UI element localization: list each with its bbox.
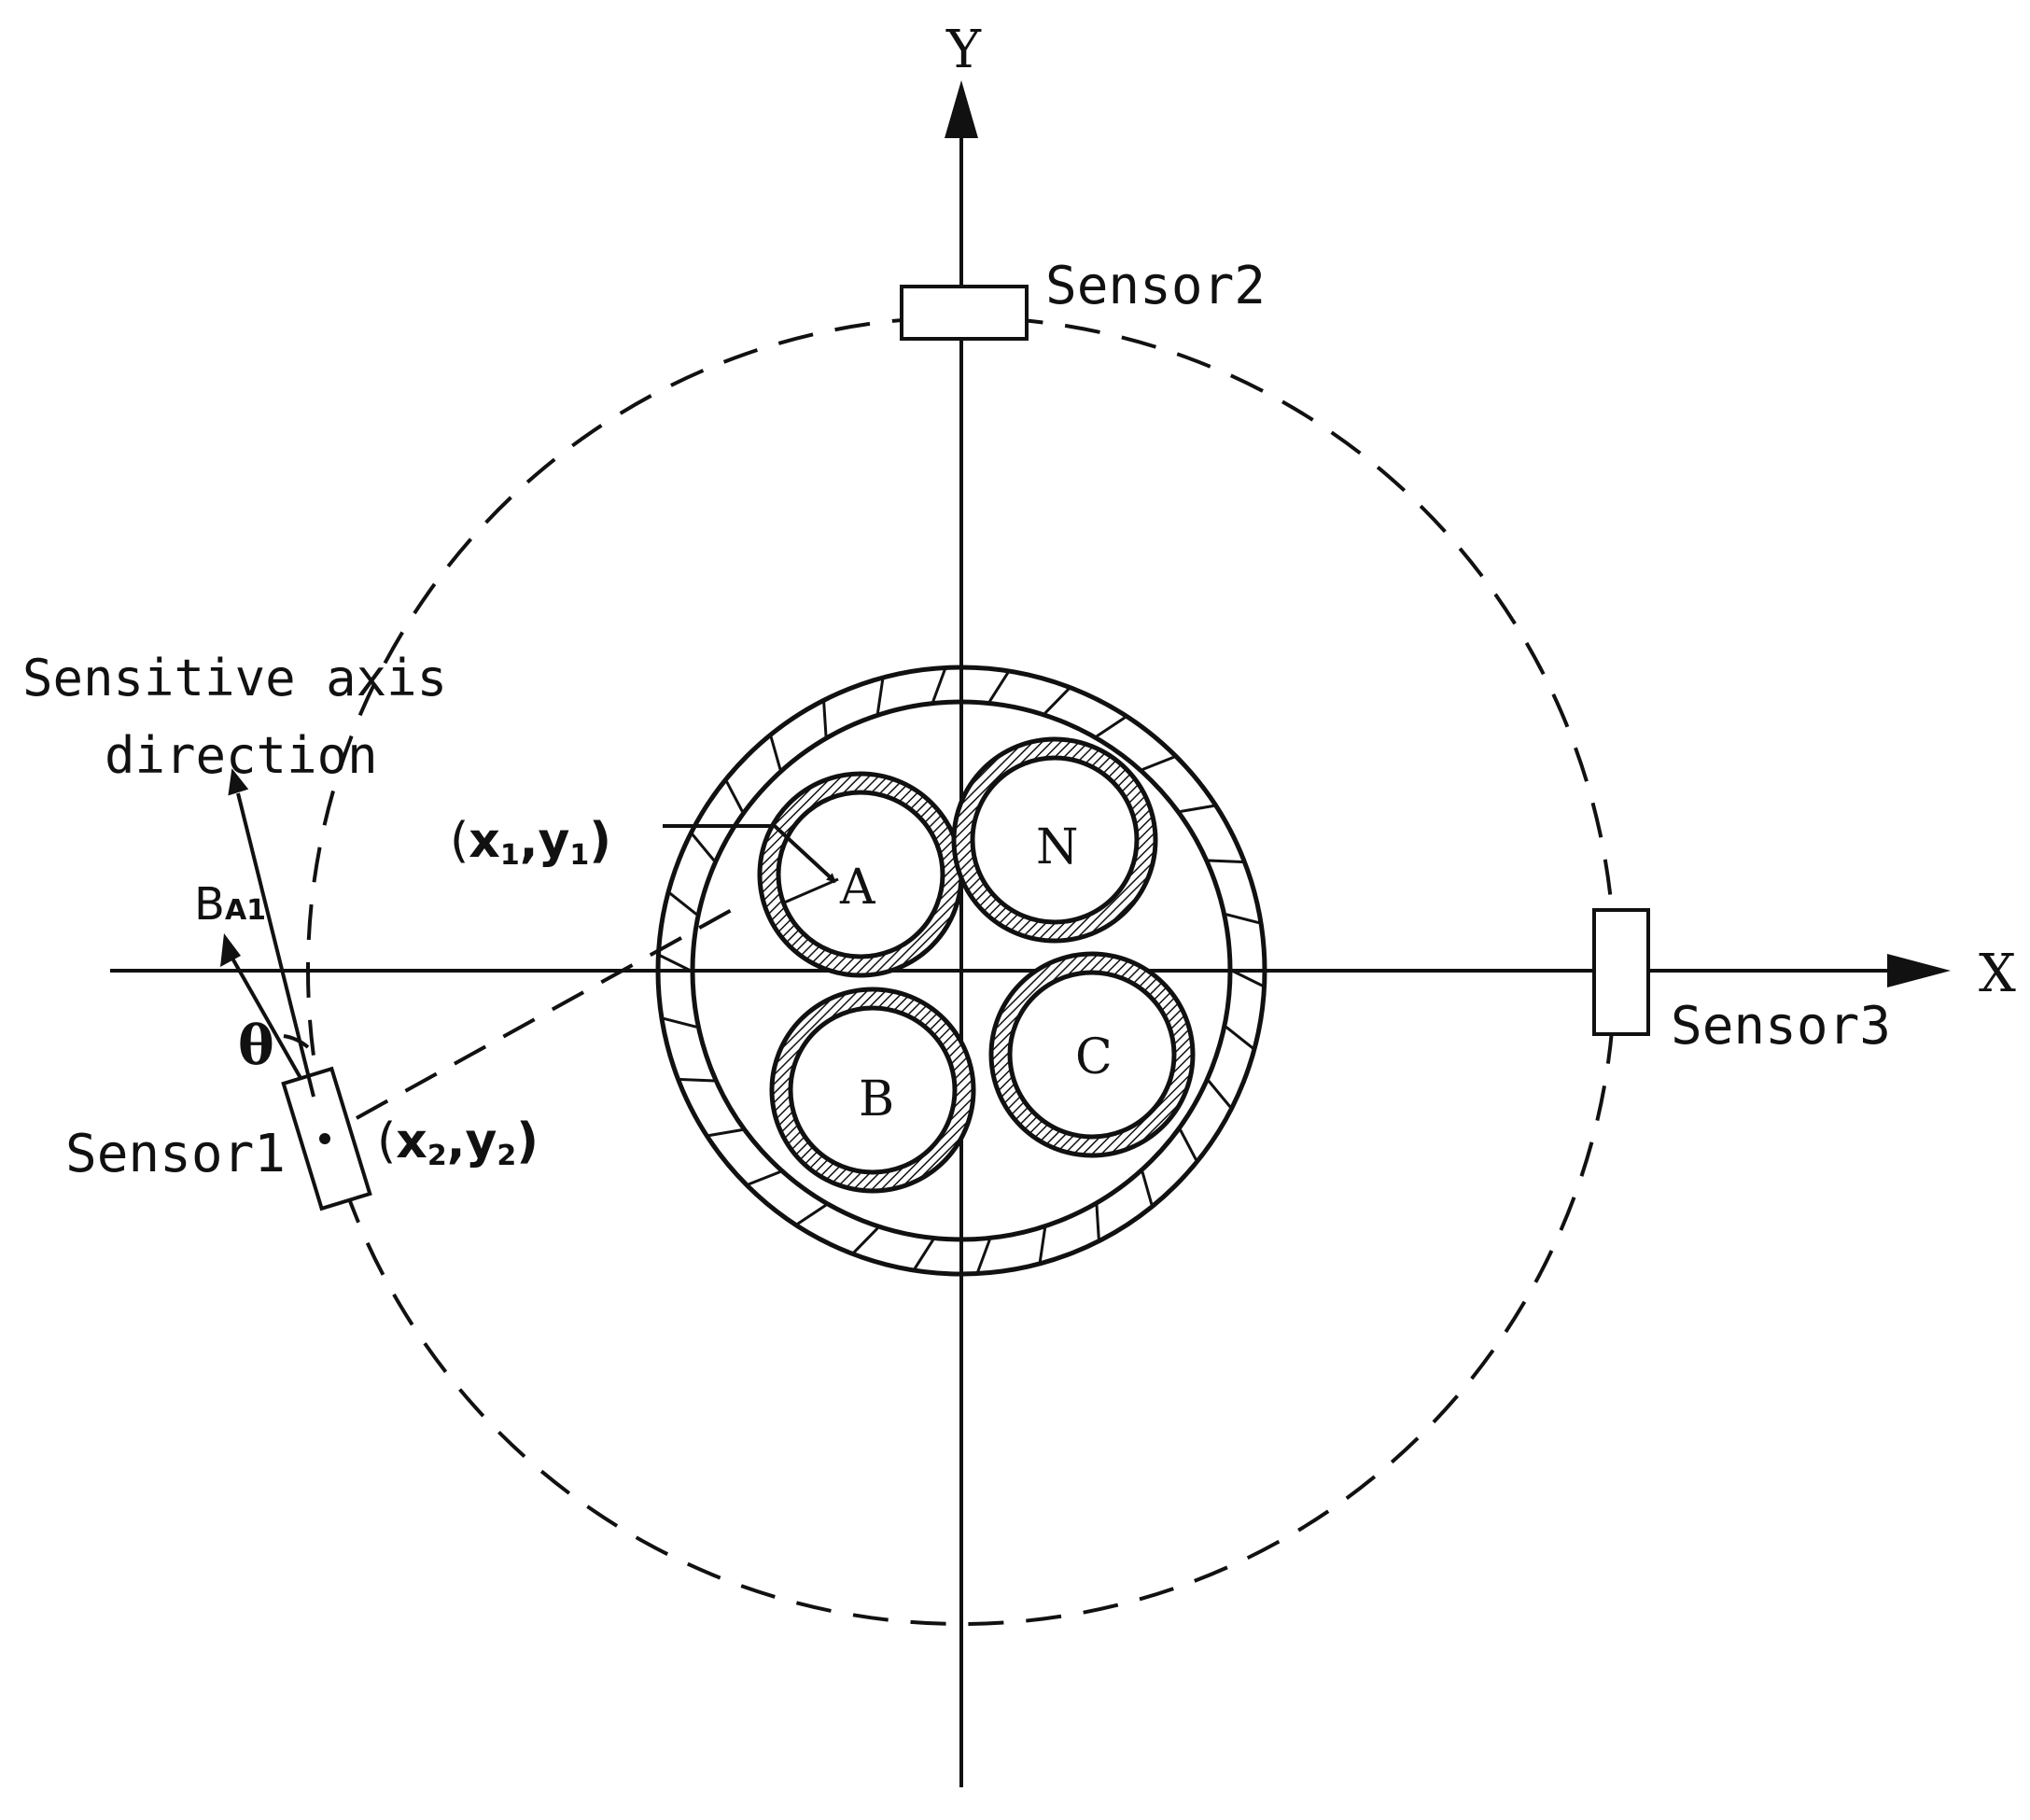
sheath-tick bbox=[1179, 1128, 1197, 1161]
field-ba1-arrowhead-icon bbox=[220, 933, 241, 967]
conductor-b-label: B bbox=[859, 1071, 894, 1127]
point1-leader bbox=[663, 824, 837, 884]
sensitive-axis-label-line2: direction bbox=[105, 726, 378, 785]
sheath-tick bbox=[852, 1226, 879, 1253]
sheath-tick bbox=[1180, 804, 1214, 813]
sensor3-icon bbox=[1592, 908, 1650, 1036]
point2-label: (x2,y2) bbox=[377, 1113, 539, 1172]
field-ba1-label: BA1 bbox=[194, 878, 266, 931]
sensitive-axis-arrow bbox=[236, 792, 315, 1098]
x-axis-arrow-icon bbox=[1887, 954, 1951, 987]
y-axis-label: Y bbox=[945, 20, 982, 80]
conductor-a-label: A bbox=[839, 860, 876, 916]
sensor3-label: Sensor3 bbox=[1671, 996, 1891, 1057]
sheath-tick bbox=[748, 1170, 781, 1186]
y-axis-arrow-icon bbox=[945, 80, 978, 138]
sheath-tick bbox=[725, 780, 744, 813]
radius-to-a bbox=[781, 877, 839, 905]
sensitive-axis-arrowhead-icon bbox=[228, 768, 249, 796]
sheath-tick bbox=[1141, 1171, 1154, 1205]
sheath-tick bbox=[708, 1128, 743, 1138]
sensitive-axis-label-line1: Sensitive axis bbox=[22, 649, 447, 707]
sheath-tick bbox=[1208, 859, 1243, 863]
sensor2-label: Sensor2 bbox=[1045, 256, 1266, 316]
angle-theta-label: θ bbox=[238, 1014, 274, 1077]
angle-theta-arc bbox=[283, 1034, 310, 1049]
cable-sheath bbox=[655, 665, 1267, 1277]
point1-label: (x1,y1) bbox=[450, 813, 611, 872]
sheath-tick bbox=[1225, 1026, 1254, 1050]
sheath-tick bbox=[931, 668, 946, 703]
sheath-tick bbox=[691, 833, 716, 861]
sheath-tick bbox=[875, 679, 885, 714]
sensor1-center-dot bbox=[319, 1133, 330, 1144]
conductor-n-label: N bbox=[1036, 819, 1079, 875]
sheath-tick bbox=[1207, 1080, 1232, 1108]
conductor-n bbox=[951, 736, 1158, 944]
sensor1-label: Sensor1 bbox=[65, 1124, 286, 1184]
sheath-tick bbox=[988, 672, 1010, 703]
x-axis-label: X bbox=[1979, 944, 2016, 1004]
sheath-tick bbox=[1141, 755, 1175, 771]
sheath-tick bbox=[659, 954, 692, 973]
sheath-tick bbox=[663, 1016, 697, 1029]
sheath-tick bbox=[822, 702, 828, 736]
sheath-tick bbox=[976, 1239, 991, 1273]
sheath-tick bbox=[1043, 688, 1071, 715]
sheath-tick bbox=[1038, 1227, 1047, 1263]
sheath-tick bbox=[769, 736, 782, 770]
sensor1-to-center-line bbox=[356, 900, 748, 1120]
sheath-tick bbox=[1231, 969, 1264, 987]
field-ba1-arrow bbox=[230, 956, 302, 1079]
sheath-tick bbox=[913, 1239, 934, 1269]
sheath-tick bbox=[679, 1078, 715, 1083]
sheath-tick bbox=[796, 1203, 827, 1225]
conductor-b bbox=[769, 987, 976, 1194]
sheath-tick bbox=[1095, 1205, 1100, 1239]
sheath-tick bbox=[1225, 913, 1260, 925]
sheath-tick bbox=[1096, 716, 1127, 738]
conductor-c-label: C bbox=[1075, 1029, 1113, 1085]
sheath-tick bbox=[668, 891, 698, 916]
conductor-c bbox=[988, 951, 1196, 1158]
sensor2-icon bbox=[900, 285, 1029, 341]
